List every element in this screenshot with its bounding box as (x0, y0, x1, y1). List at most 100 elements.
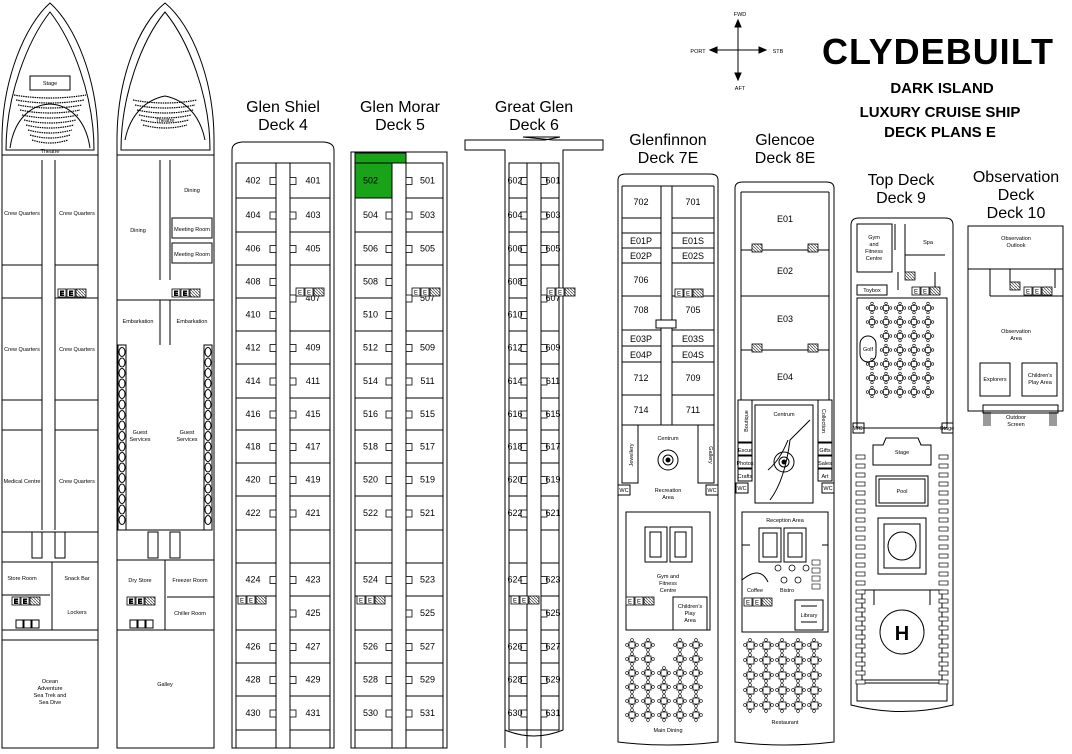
dining-chair (678, 676, 682, 680)
cabin (289, 462, 331, 497)
porthole (204, 357, 212, 368)
deck-chair (874, 390, 879, 394)
stairs (929, 286, 941, 296)
svg-text:Chiller Room: Chiller Room (174, 611, 206, 617)
sun-lounger (855, 499, 866, 505)
dining-chair (689, 671, 693, 675)
brand-logo: CLYDEBUILT (822, 31, 1054, 72)
cabin-number: 426 (245, 642, 260, 652)
svg-text:Medical Centre: Medical Centre (4, 479, 41, 485)
dining-chair (694, 666, 698, 670)
cabin-number: 615 (545, 409, 560, 419)
cabin-number: 602 (507, 176, 522, 186)
restaurant-chair (775, 688, 779, 692)
cabin-bath (269, 344, 277, 352)
svg-text:Reception Area: Reception Area (766, 518, 805, 524)
svg-text:Sales: Sales (818, 461, 832, 467)
restaurant-chair (796, 709, 800, 713)
deck-chair (898, 343, 902, 348)
bistro-seat (811, 567, 821, 574)
deck-chair (921, 320, 926, 324)
porthole (204, 431, 212, 441)
deck-chair (916, 362, 921, 366)
restaurant-chair (802, 643, 806, 647)
deck-chair (874, 320, 879, 324)
deck-chair (884, 329, 888, 334)
svg-text:Dining: Dining (184, 188, 200, 194)
restaurant-chair (759, 688, 763, 692)
dining-chair (641, 699, 645, 703)
restaurant-chair (748, 668, 752, 672)
cabin-bath (289, 211, 297, 220)
deck-table (925, 361, 931, 367)
svg-text:WC: WC (619, 488, 628, 494)
lift-e (180, 288, 190, 298)
deck-chair (912, 310, 916, 315)
restaurant-table (762, 671, 771, 680)
svg-text:Boutique: Boutique (744, 410, 750, 432)
sun-lounger (938, 535, 949, 541)
deck-chair (907, 376, 912, 380)
cabin-number: 512 (363, 343, 378, 353)
lift-label: E (755, 601, 759, 607)
cabin-number: 515 (420, 409, 435, 419)
cabin-number: 430 (245, 708, 260, 718)
restaurant-chair (743, 673, 747, 677)
restaurant-chair (807, 643, 811, 647)
cabin-number: 502 (363, 176, 378, 186)
bistro-table (788, 564, 796, 572)
dining-chair (651, 685, 655, 689)
branding: CLYDEBUILT DARK ISLAND LUXURY CRUISE SHI… (822, 31, 1054, 141)
cabin-bath (289, 709, 297, 718)
cabin-number: 611 (546, 376, 560, 386)
dining-chair (699, 657, 703, 661)
porthole (118, 483, 126, 494)
lift-label: E (677, 292, 681, 298)
sun-lounger (938, 643, 949, 649)
deck8-name: Glencoe (755, 132, 815, 149)
dining-chair (630, 680, 634, 684)
restaurant-table (810, 656, 819, 665)
cabin-bath (540, 476, 548, 484)
cabin-number: 415 (305, 409, 320, 419)
svg-text:E04P: E04P (630, 350, 652, 360)
cabin-bath (405, 443, 413, 451)
cabin-bath (385, 377, 393, 386)
deck-chair (893, 306, 898, 310)
restaurant-chair (764, 694, 768, 698)
restaurant-chair (786, 643, 790, 647)
dining-table (676, 711, 684, 719)
restaurant-chair (812, 698, 816, 702)
deck-chair (926, 385, 930, 390)
porthole (204, 420, 212, 431)
sun-lounger (855, 679, 866, 685)
svg-text:706: 706 (633, 275, 648, 285)
deck-chair (879, 348, 884, 352)
svg-text:Play: Play (685, 611, 696, 617)
deck-table (911, 361, 917, 367)
dining-chair (678, 704, 682, 708)
deck-chair (898, 329, 902, 334)
lift-e (66, 288, 76, 298)
cabin-number: 406 (245, 244, 260, 254)
svg-text:Snack Bar: Snack Bar (64, 576, 90, 582)
lift-e (683, 288, 693, 298)
restaurant-chair (780, 683, 784, 687)
dining-chair (662, 708, 666, 712)
dining-chair (646, 694, 650, 698)
lift-e (752, 597, 762, 607)
restaurant-chair (754, 688, 758, 692)
restaurant-chair (796, 664, 800, 668)
stairs (807, 243, 819, 253)
dining-chair (651, 713, 655, 717)
sun-lounger (938, 598, 949, 604)
cabin-number: 508 (363, 277, 378, 287)
deck-chair (865, 306, 870, 310)
cabin-bath (269, 509, 277, 518)
deck-chair (874, 306, 879, 310)
cabin-number: 609 (545, 343, 560, 353)
deck10-plan (967, 225, 1064, 414)
restaurant-table (810, 641, 819, 650)
cabin-bath (269, 177, 277, 185)
cabin-bath (540, 709, 548, 718)
